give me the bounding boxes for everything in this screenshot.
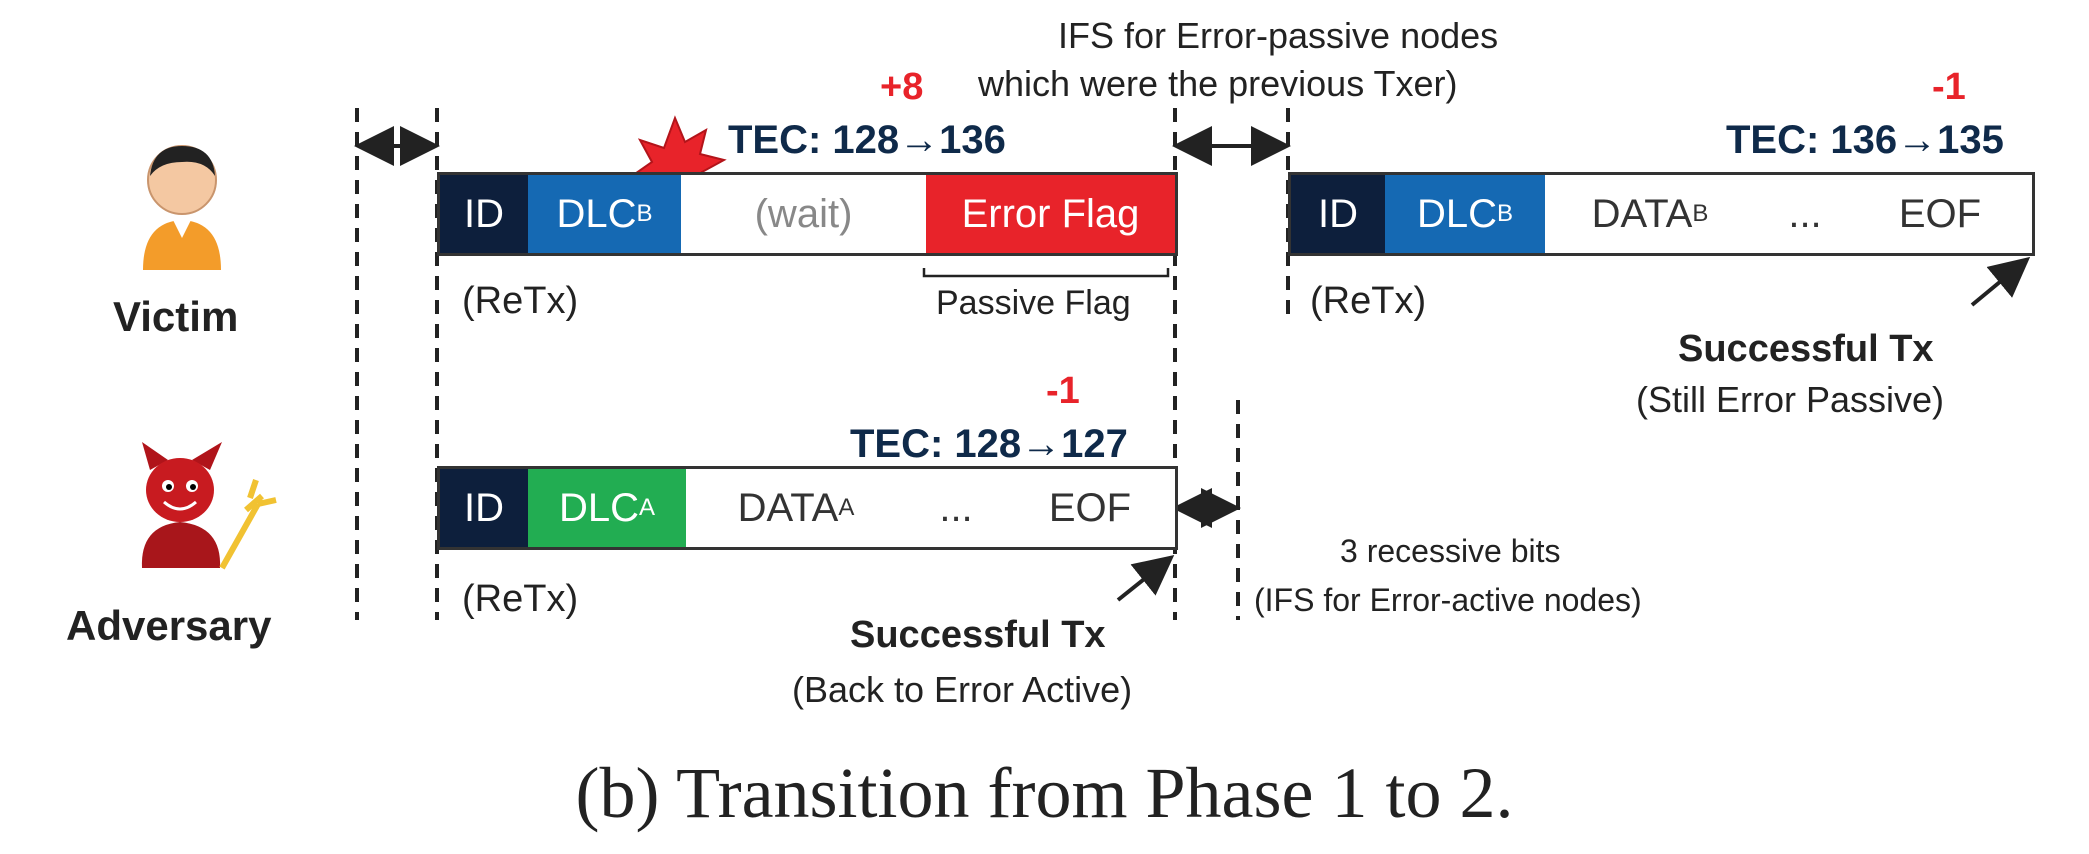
passive-flag-label: Passive Flag — [936, 284, 1131, 322]
ifs-active-note-line2: (IFS for Error-active nodes) — [1254, 582, 1642, 618]
victim-retx-1: (ReTx) — [462, 280, 579, 322]
victim-tec-1: TEC: 128→136 — [728, 118, 1006, 162]
victim-label: Victim — [113, 293, 239, 340]
adversary-label: Adversary — [66, 602, 272, 649]
figure-caption: (b) Transition from Phase 1 to 2. — [575, 753, 1514, 833]
adversary-dots: ... — [939, 486, 973, 530]
victim-retx-2: (ReTx) — [1310, 280, 1427, 322]
victim-success-pointer — [1970, 256, 2031, 307]
adversary-tec-delta: -1 — [1046, 370, 1080, 412]
adversary-retx: (ReTx) — [462, 578, 579, 620]
victim-f1-id: ID — [440, 175, 528, 253]
adversary-devil-icon — [141, 442, 277, 570]
victim-f2-eof: EOF — [1898, 192, 1982, 236]
adversary-successful-tx: Successful Tx — [850, 614, 1106, 656]
adversary-tec: TEC: 128→127 — [850, 422, 1128, 466]
victim-f2-id: ID — [1291, 175, 1385, 253]
victim-successful-tx: Successful Tx — [1678, 328, 1934, 370]
victim-tec-2: TEC: 136→135 — [1726, 118, 2004, 162]
victim-tec-delta-2: -1 — [1932, 66, 1966, 108]
victim-f2-dots: ... — [1788, 192, 1822, 236]
ifs-passive-note-line1: IFS for Error-passive nodes — [1058, 15, 1499, 56]
victim-person-icon — [143, 145, 221, 270]
adversary-eof: EOF — [1048, 486, 1132, 530]
ifs-active-note-line1: 3 recessive bits — [1340, 533, 1561, 569]
passive-flag-bracket — [922, 268, 1170, 278]
victim-tec-delta-1: +8 — [880, 66, 924, 108]
adversary-back-to-active: (Back to Error Active) — [792, 669, 1133, 710]
victim-f1-error-flag: Error Flag — [926, 175, 1175, 253]
victim-f1-wait: (wait) — [754, 192, 853, 236]
ifs-passive-note-line2: which were the previous Txer) — [978, 63, 1458, 104]
adversary-id: ID — [440, 469, 528, 547]
adversary-success-pointer — [1116, 555, 1175, 602]
victim-still-error-passive: (Still Error Passive) — [1636, 379, 1945, 420]
